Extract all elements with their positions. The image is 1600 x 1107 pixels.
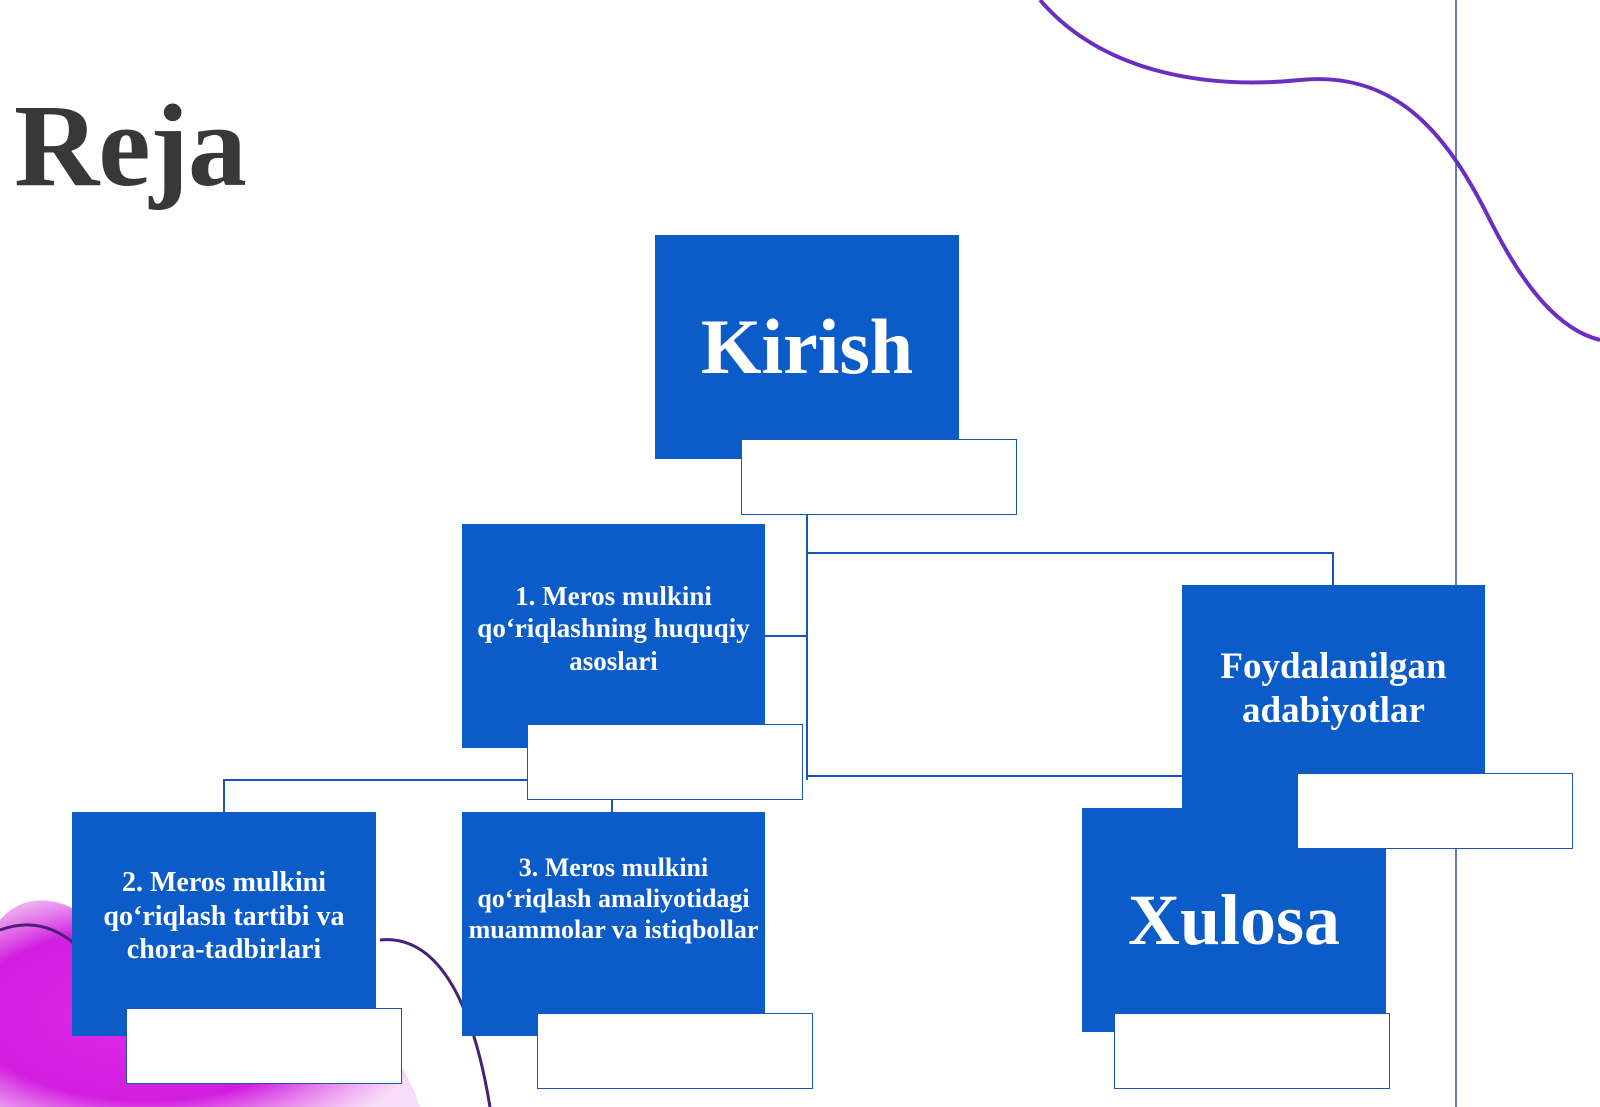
node-item3: 3. Meros mulkini qo‘riqlash amaliyotidag… <box>462 812 765 1036</box>
node-foydalanilgan-label: Foydalanilgan adabiyotlar <box>1220 646 1447 732</box>
node-kirish-subbox <box>741 439 1017 515</box>
node-item1-label: 1. Meros mulkini qo‘riqlashning huquqiy … <box>477 581 750 676</box>
connector-kirish-to-item1 <box>765 515 808 637</box>
node-item2-label: 2. Meros mulkini qo‘riqlash tartibi va c… <box>103 867 345 966</box>
node-foydalanilgan-subbox <box>1297 773 1573 849</box>
node-xulosa: Xulosa <box>1082 808 1386 1032</box>
node-xulosa-label: Xulosa <box>1127 879 1341 960</box>
accent-curve-top-right <box>1038 0 1600 342</box>
connector-kirish-to-foydalanilgan <box>807 552 1334 585</box>
node-item3-label: 3. Meros mulkini qo‘riqlash amaliyotidag… <box>468 853 759 945</box>
node-xulosa-subbox <box>1114 1013 1390 1089</box>
connector-item1-to-item2 <box>223 779 612 812</box>
node-item1-subbox <box>527 724 803 800</box>
node-item3-subbox <box>537 1013 813 1089</box>
slide-title: Reja <box>14 80 247 211</box>
node-item2-subbox <box>126 1008 402 1084</box>
node-foydalanilgan: Foydalanilgan adabiyotlar <box>1182 585 1485 809</box>
node-item2: 2. Meros mulkini qo‘riqlash tartibi va c… <box>72 812 376 1036</box>
node-kirish: Kirish <box>655 235 959 459</box>
node-item1: 1. Meros mulkini qo‘riqlashning huquqiy … <box>462 524 765 748</box>
node-kirish-label: Kirish <box>700 303 914 391</box>
